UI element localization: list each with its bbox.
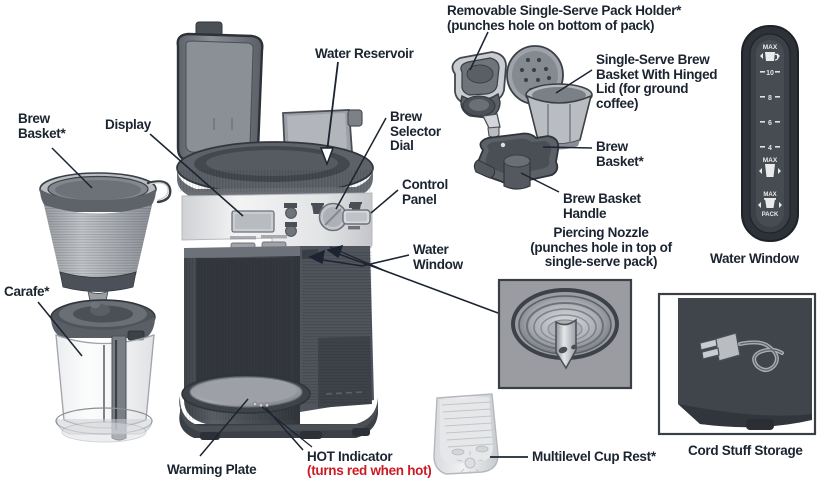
machine-top: [176, 141, 374, 199]
base-plate-art: [179, 374, 378, 440]
coffee-maker-art: [176, 21, 378, 440]
brew-basket-filter-art: [39, 172, 172, 307]
svg-text:MAX: MAX: [763, 192, 776, 198]
svg-text:10: 10: [766, 70, 774, 77]
svg-text:MAX: MAX: [763, 44, 778, 51]
reservoir-lid: [176, 21, 264, 166]
brew-basket-holder-art: [473, 132, 560, 190]
single-serve-bay-art: [300, 246, 374, 412]
svg-text:PACK: PACK: [762, 212, 779, 218]
power-plug-icon: [699, 332, 784, 372]
single-serve-brew-basket-art: [506, 45, 593, 150]
svg-text:4: 4: [768, 145, 772, 152]
multilevel-cup-rest-art: [433, 393, 499, 475]
pack-holder-art: [451, 51, 507, 138]
svg-text:MAX: MAX: [763, 157, 778, 164]
svg-text:6: 6: [768, 120, 772, 127]
piercing-nozzle-inset-art: [497, 278, 633, 390]
svg-text:8: 8: [768, 95, 772, 102]
carafe-art: [50, 299, 156, 443]
control-panel-art: [181, 192, 373, 253]
leader-lines: [37, 31, 593, 458]
water-window-strip-art: MAX 10 8 6: [741, 25, 799, 242]
cord-storage-inset-art: [657, 292, 817, 436]
